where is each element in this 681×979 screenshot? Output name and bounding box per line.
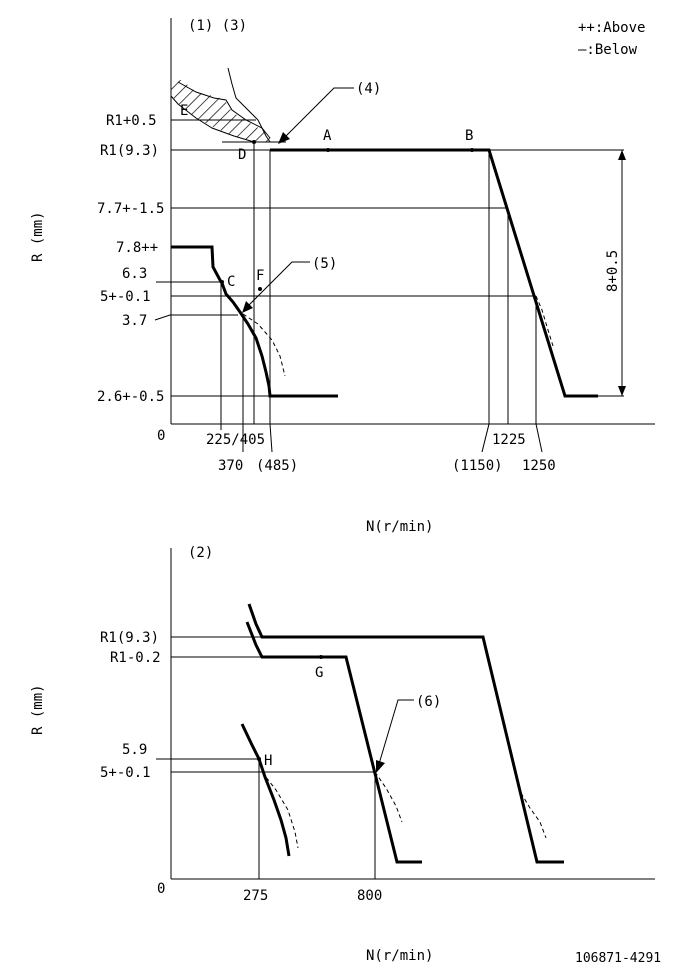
- dimension-arrow-down: [618, 386, 626, 396]
- point-c-marker: [220, 280, 224, 284]
- dimension-arrow-up: [618, 150, 626, 160]
- label-5: 5+-0.1: [100, 289, 151, 305]
- hatch-boundary-lower: [170, 95, 255, 143]
- point-a-marker: [326, 148, 330, 152]
- full-load-curve: [270, 148, 598, 398]
- label-7-7: 7.7+-1.5: [97, 201, 164, 217]
- idle-droop-dashed: [242, 313, 286, 377]
- label-r1: R1(9.3): [100, 143, 159, 159]
- point-a-label: A: [323, 128, 332, 144]
- label-1225: 1225: [492, 432, 526, 448]
- point-g-marker: [319, 655, 323, 659]
- label-370: 370: [218, 458, 243, 474]
- point-c-label: C: [227, 274, 235, 290]
- drawing-number: 106871-4291: [575, 951, 661, 966]
- legend-above: ++:Above: [578, 20, 645, 36]
- bottom-x-title: N(r/min): [366, 948, 433, 964]
- label-275: 275: [243, 888, 268, 904]
- callout-5-leader: [245, 261, 310, 309]
- point-b-label: B: [465, 128, 473, 144]
- callout-6-arrow: [376, 760, 385, 773]
- label-r1-plus: R1+0.5: [106, 113, 157, 129]
- point-h-label: H: [264, 753, 272, 769]
- label-485: (485): [256, 458, 298, 474]
- callout-4-arrow: [278, 132, 290, 144]
- top-x-title: N(r/min): [366, 519, 433, 535]
- point-h-marker: [257, 757, 261, 761]
- label-bottom-r1: R1(9.3): [100, 630, 159, 646]
- point-d-label: D: [238, 147, 246, 163]
- bottom-chart: (2) 0 R (mm) N(r/min) R1(9.3) R1-0.2 5.9…: [30, 545, 655, 964]
- point-e-label: E: [180, 103, 188, 119]
- point-d-marker: [252, 140, 256, 144]
- callout-4-leader: [283, 87, 354, 139]
- label-6-3: 6.3: [122, 266, 147, 282]
- label-2-6: 2.6+-0.5: [97, 389, 164, 405]
- callout-6-leader: [378, 699, 414, 765]
- point-b-marker: [470, 148, 474, 152]
- top-origin-label: 0: [157, 428, 165, 444]
- leader-1250: [535, 423, 543, 453]
- callout-4-label: (4): [356, 81, 381, 97]
- top-panel-label: (1) (3): [188, 18, 247, 34]
- top-y-title: R (mm): [30, 211, 46, 262]
- label-bottom-r1-minus: R1-0.2: [110, 650, 161, 666]
- hatch-boundary-upper: [177, 81, 271, 139]
- label-bottom-5-9: 5.9: [122, 742, 147, 758]
- legend-below: —:Below: [578, 42, 638, 58]
- callout-5-label: (5): [312, 256, 337, 272]
- bottom-curve-h: [240, 723, 291, 857]
- point-f-label: F: [256, 268, 264, 284]
- label-1150: (1150): [452, 458, 503, 474]
- label-bottom-5: 5+-0.1: [100, 765, 151, 781]
- leader-1150: [481, 423, 490, 453]
- top-chart: (1) (3) 0 R (mm) N(r/min) R1+0.5 R1(9.3)…: [30, 18, 655, 535]
- label-800: 800: [357, 888, 382, 904]
- bottom-curve-h-droop: [261, 771, 299, 849]
- callout-6-label: (6): [416, 694, 441, 710]
- idle-curve: [171, 245, 338, 398]
- hatch-boundary-wavy: [227, 67, 271, 143]
- dimension-label: 8+0.5: [605, 250, 621, 292]
- bottom-y-title: R (mm): [30, 684, 46, 735]
- label-3-7: 3.7: [122, 313, 147, 329]
- callout-5-arrow: [242, 301, 253, 313]
- label-7-8: 7.8++: [116, 240, 158, 256]
- bottom-panel-label: (2): [188, 545, 213, 561]
- label-225-405: 225/405: [206, 432, 265, 448]
- bottom-origin-label: 0: [157, 881, 165, 897]
- bottom-curve-r1: [247, 603, 564, 864]
- point-g-label: G: [315, 665, 323, 681]
- hatched-zone-e: [171, 80, 276, 142]
- bottom-curve-r1-droop: [520, 792, 547, 839]
- bottom-curve-r1-minus: [245, 621, 422, 864]
- label-1250: 1250: [522, 458, 556, 474]
- point-f-marker: [258, 287, 262, 291]
- bottom-curve-r1-minus-droop: [374, 771, 403, 823]
- full-load-droop-dashed: [535, 295, 554, 347]
- leader-3-7: [154, 314, 238, 321]
- leader-485: [269, 423, 273, 453]
